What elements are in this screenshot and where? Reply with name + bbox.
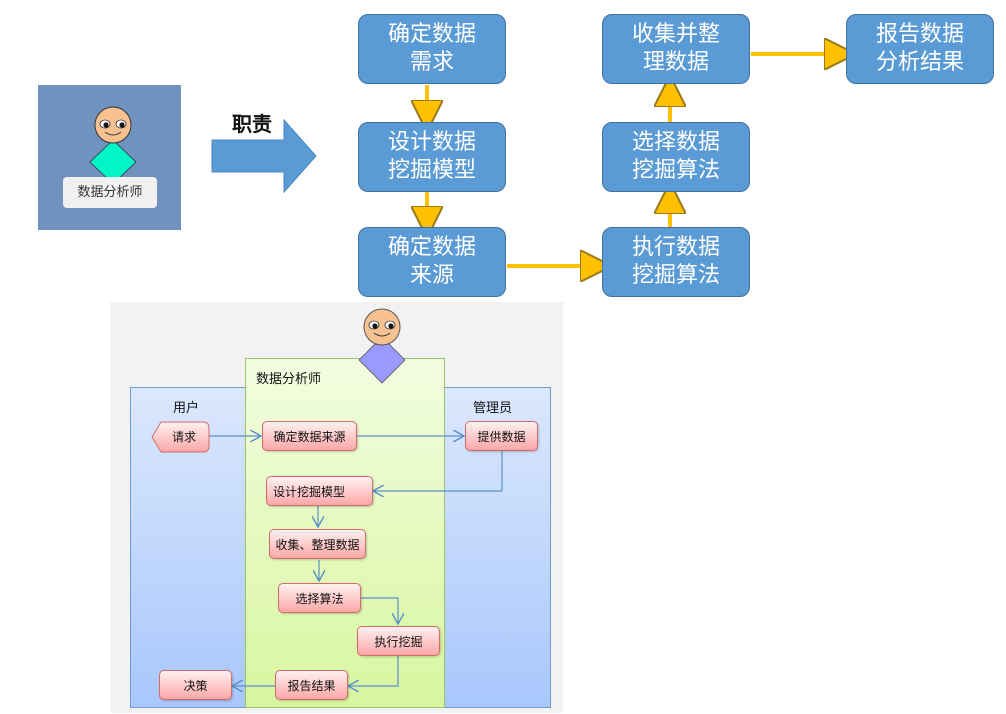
step-text-line1: 选择数据 [631,130,720,155]
top-flow-connectors [0,0,1006,300]
step-report-results: 报告数据分析结果 [846,14,994,84]
step-text-line1: 报告数据 [875,22,964,47]
step-determine-requirements: 确定数据需求 [358,14,506,84]
step-text-line1: 设计数据 [387,130,476,155]
step-execute-algorithm: 执行数据挖掘算法 [602,227,750,297]
step-text-line1: 收集并整 [631,22,720,47]
connector-provide-to-design [373,451,503,491]
step-design-model: 设计数据挖掘模型 [358,122,506,192]
analyst-actor-icon [358,308,406,384]
node-provide-data: 提供数据 [465,421,538,451]
step-select-algorithm: 选择数据挖掘算法 [602,122,750,192]
node-collect-data: 收集、整理数据 [269,529,366,559]
step-text-line2: 分析结果 [875,50,964,75]
node-decision: 决策 [159,670,232,700]
step-text-line2: 理数据 [642,50,709,75]
node-request: 请求 [171,430,196,444]
lane-title-analyst: 数据分析师 [256,372,322,387]
step-collect-data: 收集并整理数据 [602,14,750,84]
step-text-line2: 需求 [409,50,454,75]
step-text-line2: 来源 [409,263,454,288]
node-design-model: 设计挖掘模型 [266,476,373,506]
step-text-line2: 挖掘算法 [631,158,720,183]
node-report-results: 报告结果 [275,670,348,700]
node-determine-source: 确定数据来源 [262,421,357,451]
connector-execute-to-report [348,656,399,686]
node-execute-mining: 执行挖掘 [357,626,440,656]
step-determine-source: 确定数据来源 [358,227,506,297]
step-text-line1: 执行数据 [631,235,720,260]
analyst-role-label: 数据分析师 [63,177,157,208]
node-select-algorithm: 选择算法 [278,583,361,613]
lane-title-admin: 管理员 [473,401,513,416]
step-text-line1: 确定数据 [387,22,476,47]
step-text-line2: 挖掘算法 [631,263,720,288]
step-text-line1: 确定数据 [387,235,476,260]
node-request-shape [151,421,210,453]
connector-select-to-execute [360,597,398,624]
duty-arrow-icon [211,118,317,194]
lane-title-user: 用户 [173,401,200,416]
duty-label: 职责 [232,112,272,136]
step-text-line2: 挖掘模型 [387,158,476,183]
